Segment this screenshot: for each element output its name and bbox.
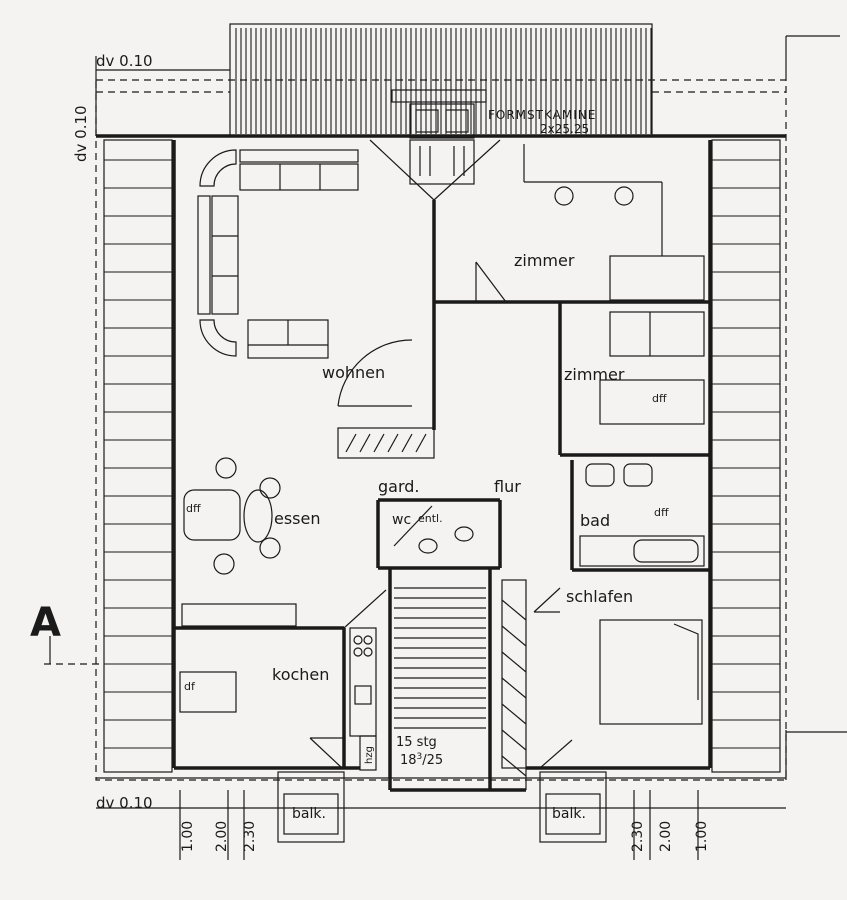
section-marker-label: A xyxy=(30,600,61,646)
loft-ladder xyxy=(501,579,527,777)
staircase xyxy=(394,587,486,729)
chimney-size-label: 2x25.25 xyxy=(540,122,589,136)
wardrobe-hatch-line xyxy=(387,433,399,453)
balcony-left-label: balk. xyxy=(292,806,326,822)
ladder-rung xyxy=(501,703,527,725)
skylight-label-zimmer: dff xyxy=(652,392,667,405)
skylight-label-kochen: df xyxy=(184,680,196,693)
interior-walls xyxy=(174,144,710,792)
dim-right-1: 2.30 xyxy=(630,821,646,852)
room-label-wohnen: wohnen xyxy=(322,363,385,382)
wardrobe-hatch-line xyxy=(401,433,413,453)
room-label-essen: essen xyxy=(274,509,321,528)
sofa-group xyxy=(197,149,359,359)
stair-size-rest: /25 xyxy=(422,753,443,768)
labels: dv 0.10 dv 0.10 dv 0.10 wohnen zimmer zi… xyxy=(72,52,669,822)
ladder-rung xyxy=(501,625,527,647)
dim-left-2: 2.00 xyxy=(214,821,230,852)
bed xyxy=(599,619,703,725)
skylight-label-bad: dff xyxy=(654,506,669,519)
stair-size-sup: 3 xyxy=(417,752,423,762)
ladder-rung xyxy=(501,755,527,777)
dv-side-label: dv 0.10 xyxy=(72,105,90,162)
chimney-label: FORMSTKAMINE xyxy=(488,108,596,122)
bath-fixtures xyxy=(418,463,705,567)
chimney: FORMSTKAMINE 2x25.25 xyxy=(369,89,596,201)
balcony-right-label: balk. xyxy=(552,806,586,822)
ladder-rung xyxy=(501,729,527,751)
wardrobe-hatch-line xyxy=(373,433,385,453)
dv-top-label: dv 0.10 xyxy=(96,52,153,70)
wardrobe-hatch xyxy=(345,433,427,453)
dormer-roof xyxy=(229,23,653,137)
kitchen xyxy=(179,627,377,771)
stair-size-label: 183/25 xyxy=(400,752,443,768)
wc-note-label: entl. xyxy=(418,512,443,525)
dim-left-3: 2.30 xyxy=(242,821,258,852)
room-label-kochen: kochen xyxy=(272,665,329,684)
dv-bottom-label: dv 0.10 xyxy=(96,794,153,812)
stair-count-label: 15 stg xyxy=(396,735,437,750)
balcony-right xyxy=(539,771,607,843)
roof-outline xyxy=(95,35,847,781)
ladder-rung xyxy=(501,677,527,699)
ladder-rung xyxy=(501,651,527,673)
dimension-lines xyxy=(95,56,786,860)
room-label-bad: bad xyxy=(580,511,610,530)
room-label-zimmer-2: zimmer xyxy=(564,365,625,384)
wardrobe-hatch-line xyxy=(345,433,357,453)
room-label-zimmer-1: zimmer xyxy=(514,251,575,270)
door-swings xyxy=(309,261,573,769)
dim-left-1: 1.00 xyxy=(180,821,196,852)
room-label-flur: flur xyxy=(494,477,521,496)
skylight-label-essen: dff xyxy=(186,502,201,515)
balcony-left xyxy=(277,771,345,843)
heating-label: hzg xyxy=(364,746,375,764)
room-label-wc: wc xyxy=(392,512,411,528)
dimension-labels: 1.00 2.00 2.30 2.30 2.00 1.00 xyxy=(180,821,710,852)
dim-right-2: 2.00 xyxy=(658,821,674,852)
rafter-band-right xyxy=(711,139,781,773)
room-label-schlafen: schlafen xyxy=(566,587,633,606)
wardrobe-hatch-line xyxy=(415,433,427,453)
wardrobe-hatch-line xyxy=(359,433,371,453)
rafter-band-left xyxy=(103,139,173,773)
room-label-gard: gard. xyxy=(378,477,420,496)
zimmer-furniture xyxy=(554,186,705,425)
dim-right-3: 1.00 xyxy=(694,821,710,852)
outer-walls xyxy=(96,134,786,779)
section-marker: A xyxy=(30,600,100,665)
dining-table xyxy=(181,457,297,627)
rafters-right xyxy=(712,159,780,749)
stair-size-base: 18 xyxy=(400,753,417,768)
rafters-left xyxy=(104,159,172,749)
ladder-rung xyxy=(501,599,527,621)
